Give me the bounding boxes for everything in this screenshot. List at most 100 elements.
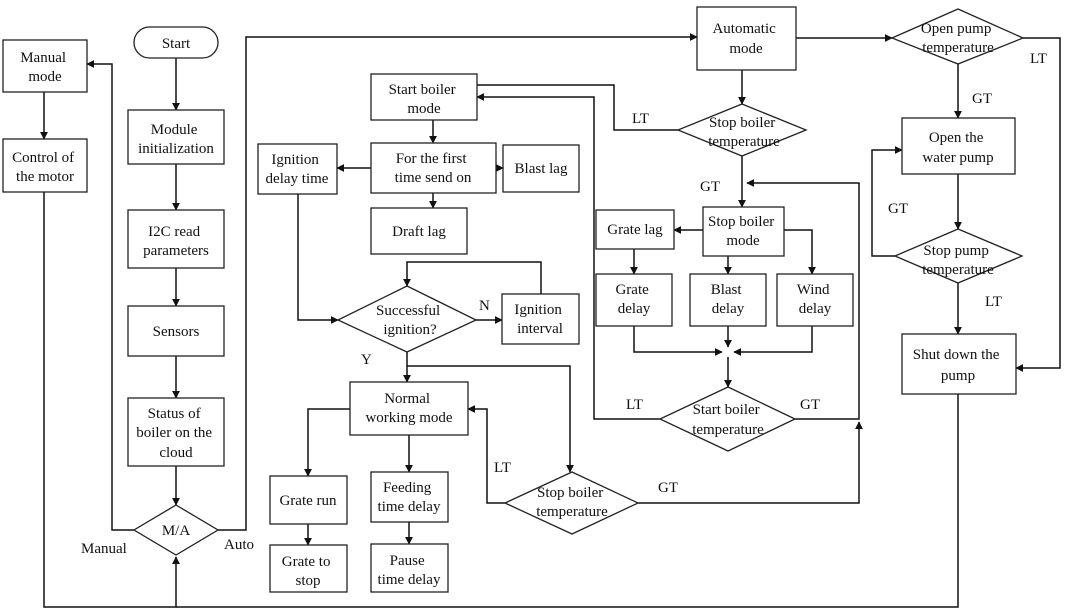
edge-label-lt-stop-bottom: LT — [494, 460, 511, 476]
ignition-delay-label: Ignition delay time — [266, 152, 329, 187]
control-motor-box — [2, 138, 88, 193]
shut-down-pump-box — [901, 333, 1017, 395]
normal-working-label: Normal working mode — [365, 391, 452, 426]
sensors-label: Sensors — [153, 324, 200, 340]
grate-run-box — [269, 475, 348, 525]
edge-start-temp-gt — [746, 179, 860, 420]
grate-delay-box — [595, 273, 673, 327]
blast-lag-box — [502, 144, 580, 193]
open-pump-temp-label: Open pump temperature — [921, 21, 995, 56]
node-labels: Start Module initialization I2C read par… — [12, 21, 1003, 589]
sensors-box — [127, 305, 225, 357]
wind-delay-label: Wind delay — [797, 282, 833, 317]
successful-ignition-label: Successful ignition? — [376, 303, 444, 338]
edge-ignition-delay-to-successful — [297, 194, 339, 324]
edge-stop-mode-to-wind-delay — [784, 229, 816, 275]
status-cloud-label: Status of boiler on the cloud — [136, 406, 216, 461]
stop-boiler-temp-bottom-decision — [503, 471, 640, 535]
edge-shutdown-feedback — [176, 394, 959, 608]
edge-label-lt-stop-top: LT — [632, 111, 649, 127]
feeding-delay-label: Feeding time delay — [378, 480, 441, 515]
manual-mode-label: Manual mode — [20, 50, 70, 85]
start-boiler-temp-label: Start boiler temperature — [692, 402, 764, 438]
first-send-box — [370, 142, 497, 194]
start-terminal — [133, 26, 219, 59]
start-boiler-mode-label: Start boiler mode — [389, 82, 460, 117]
normal-working-box — [349, 381, 469, 436]
edge-labels: Manual Auto N Y LT GT LT GT LT GT LT GT … — [81, 51, 1047, 557]
blast-delay-label: Blast delay — [711, 282, 746, 317]
open-water-pump-box — [901, 117, 1016, 175]
stop-pump-temp-label: Stop pump temperature — [922, 243, 994, 278]
start-boiler-temp-decision — [658, 386, 797, 452]
draft-lag-box — [370, 207, 468, 255]
edge-label-lt-start-temp: LT — [626, 397, 643, 413]
stop-boiler-temp-top-decision — [676, 103, 808, 157]
edge-label-lt-open-pump: LT — [1030, 51, 1047, 67]
edge-normal-to-grate-run — [304, 408, 350, 477]
wind-delay-box — [776, 273, 854, 327]
start-boiler-mode-box — [370, 73, 478, 121]
edge-label-gt-stop-pump: GT — [888, 201, 908, 217]
status-cloud-box — [127, 397, 225, 467]
edge-label-gt-open-pump: GT — [972, 91, 992, 107]
module-initialization-label: Module initialization — [138, 122, 214, 157]
edge-control-feedback — [43, 192, 180, 608]
ma-decision — [132, 504, 220, 556]
grate-lag-label: Grate lag — [607, 222, 663, 238]
stop-pump-temp-decision — [893, 228, 1024, 284]
edge-stop-pump-gt — [871, 146, 903, 257]
shapes — [2, 6, 1025, 593]
edge-wind-delay-merge — [733, 326, 813, 356]
ignition-interval-box — [501, 293, 580, 345]
grate-stop-label: Grate to stop — [282, 554, 334, 589]
connectors — [40, 33, 1061, 608]
edge-label-y: Y — [361, 352, 372, 368]
control-motor-label: Control of the motor — [12, 150, 78, 185]
ignition-interval-label: Ignition interval — [514, 302, 565, 337]
edge-label-auto: Auto — [224, 537, 254, 553]
edge-label-manual: Manual — [81, 541, 127, 557]
grate-stop-box — [269, 544, 348, 593]
draft-lag-label: Draft lag — [392, 224, 446, 240]
stop-boiler-temp-top-label: Stop boiler temperature — [708, 115, 780, 150]
edge-label-n: N — [479, 298, 490, 314]
grate-run-label: Grate run — [279, 493, 337, 509]
i2c-read-box — [127, 209, 225, 269]
edge-open-pump-lt — [1015, 37, 1061, 372]
ignition-delay-box — [257, 143, 338, 195]
shut-down-pump-label: Shut down the pump — [913, 347, 1003, 384]
start-label: Start — [162, 36, 191, 52]
grate-delay-label: Grate delay — [615, 282, 652, 317]
edge-y-to-stop-bottom — [407, 365, 574, 473]
stop-boiler-mode-label: Stop boiler mode — [708, 214, 778, 249]
stop-boiler-temp-bottom-label: Stop boiler temperature — [536, 485, 608, 520]
edge-start-temp-lt — [476, 93, 660, 420]
open-water-pump-label: Open the water pump — [922, 130, 993, 166]
manual-mode-box — [2, 39, 88, 93]
grate-lag-box — [595, 209, 675, 250]
edge-stop-bottom-gt — [638, 421, 863, 504]
successful-ignition-decision — [336, 285, 478, 353]
feeding-delay-box — [370, 471, 449, 523]
edge-grate-delay-merge — [633, 326, 723, 356]
edge-label-gt-stop-bottom: GT — [658, 480, 678, 496]
open-pump-temp-decision — [890, 8, 1025, 65]
edge-label-gt-stop-top: GT — [700, 179, 720, 195]
pause-delay-label: Pause time delay — [378, 553, 441, 588]
module-initialization-box — [127, 109, 225, 165]
blast-delay-box — [689, 273, 767, 327]
first-send-label: For the first time send on — [395, 151, 472, 186]
i2c-read-label: I2C read parameters — [143, 224, 209, 259]
edge-label-gt-start-temp: GT — [800, 397, 820, 413]
blast-lag-label: Blast lag — [515, 161, 568, 177]
automatic-mode-label: Automatic mode — [712, 21, 779, 57]
automatic-mode-box — [696, 6, 797, 71]
edge-label-lt-stop-pump: LT — [985, 294, 1002, 310]
pause-delay-box — [370, 543, 449, 593]
ma-label: M/A — [162, 523, 191, 539]
stop-boiler-mode-box — [702, 206, 785, 257]
edge-ma-to-manual-mode — [86, 60, 134, 531]
